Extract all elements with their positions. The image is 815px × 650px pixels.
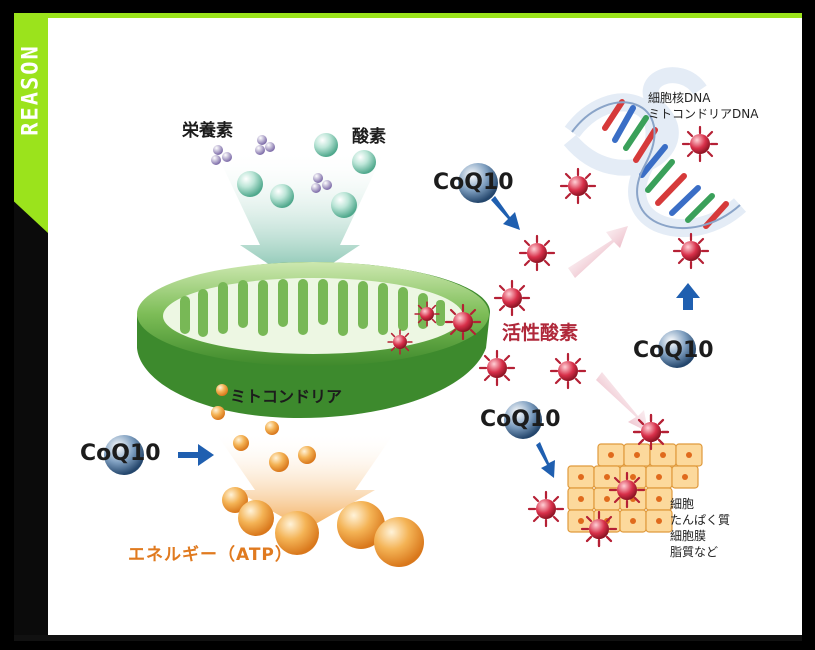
nutrient-molecules <box>211 135 332 193</box>
atp-spheres <box>211 384 424 567</box>
nutrients-label: 栄養素 <box>182 121 233 141</box>
coq10-label-left: CoQ10 <box>80 441 161 466</box>
mitochondrion <box>137 262 490 418</box>
bottom-bar <box>14 635 802 641</box>
mitochondria-label: ミトコンドリア <box>230 387 343 406</box>
oxygen-label: 酸素 <box>352 127 386 147</box>
side-badge-background <box>14 13 48 163</box>
coq10-label-right: CoQ10 <box>633 338 714 363</box>
radical-to-dna-arrow <box>568 226 628 278</box>
cell-item-membrane: 細胞膜 <box>670 529 707 543</box>
radical-to-cell-arrow <box>596 372 648 432</box>
nucleus-dna-label: 細胞核DNA <box>648 91 711 105</box>
coq10-label-bottom: CoQ10 <box>480 407 561 432</box>
energy-atp-label: エネルギー（ATP） <box>128 545 293 565</box>
coq10-to-mitochondria-arrow <box>178 444 214 466</box>
dna-helix <box>563 67 747 237</box>
coq10-label-top: CoQ10 <box>433 170 514 195</box>
top-accent-bar <box>14 13 802 18</box>
oxygen-molecules <box>237 133 376 218</box>
cell-item-cells: 細胞 <box>670 497 695 511</box>
mito-dna-label: ミトコンドリアDNA <box>648 107 759 121</box>
coq10-arrows <box>491 196 700 478</box>
energy-funnel-arrow <box>215 432 395 530</box>
cell-item-proteins: たんぱく質 <box>670 513 731 527</box>
cell-item-lipids: 脂質など <box>670 545 719 559</box>
coq10-molecules <box>104 163 696 475</box>
active-oxygen-label: 活性酸素 <box>502 322 579 344</box>
